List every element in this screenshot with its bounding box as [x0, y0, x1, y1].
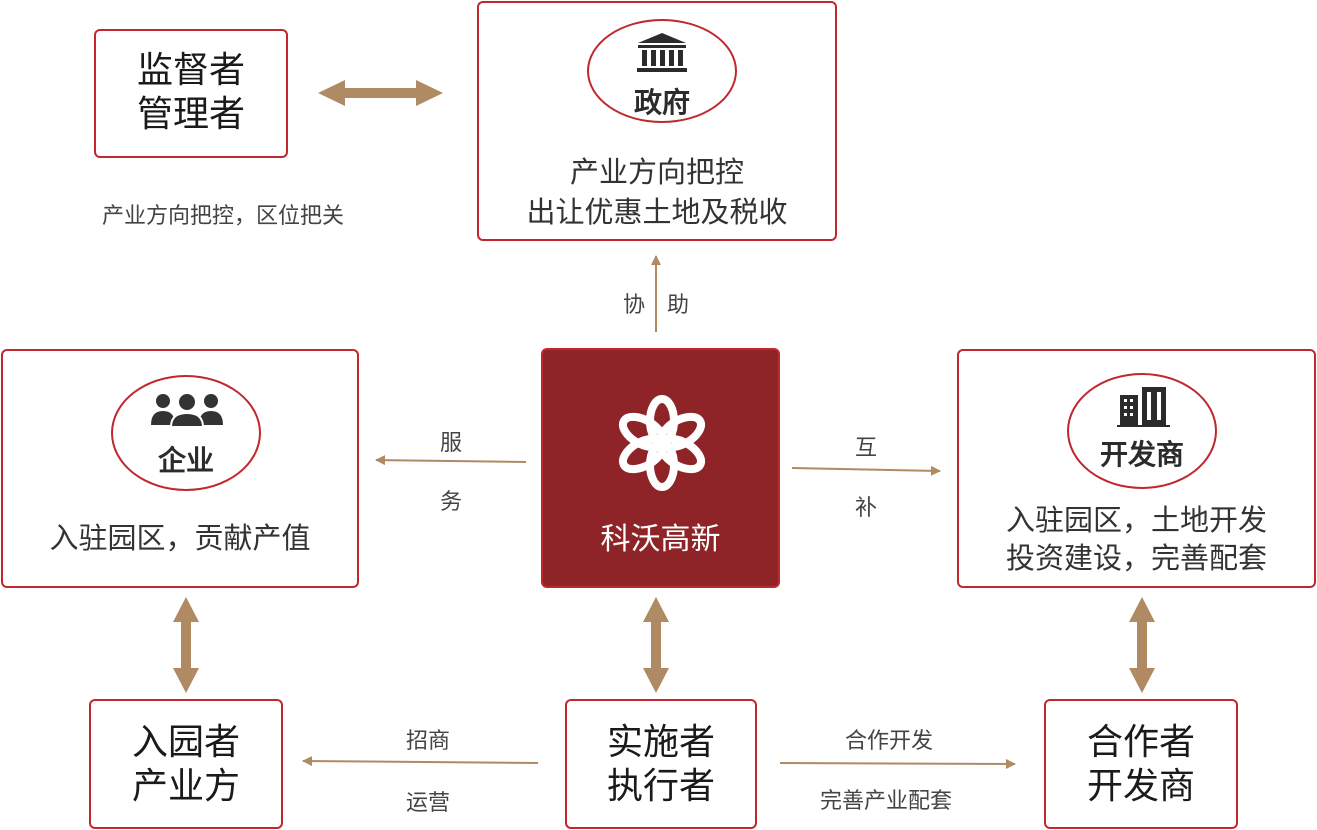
supervisor-box: 监督者 管理者	[94, 29, 288, 158]
executor-box: 实施者 执行者	[565, 699, 757, 829]
double-arrow-developer-partner	[1129, 597, 1155, 693]
kewo-logo-icon	[618, 395, 706, 491]
government-note: 产业方向把控，区位把关	[102, 204, 345, 229]
partner-line1: 合作者	[1086, 722, 1195, 763]
assist-label-2: 助	[667, 293, 690, 318]
developer-badge: 开发商	[1067, 373, 1217, 489]
government-line1: 产业方向把控	[569, 155, 744, 189]
government-line2: 出让优惠土地及税收	[526, 195, 788, 229]
supervisor-line1: 监督者	[136, 50, 245, 91]
enterprise-badge: 企业	[111, 375, 261, 491]
arrow-cooperate	[779, 758, 1016, 769]
operate-label: 运营	[406, 791, 451, 816]
buildings-icon	[1117, 387, 1170, 427]
assist-label-1: 协	[623, 293, 646, 318]
center-name: 科沃高新	[600, 522, 721, 557]
service-label-2: 务	[440, 490, 463, 515]
developer-line1: 入驻园区，土地开发	[1005, 503, 1267, 537]
settler-box: 入园者 产业方	[89, 699, 283, 829]
partner-box: 合作者 开发商	[1044, 699, 1238, 829]
developer-line2: 投资建设，完善配套	[1005, 541, 1267, 575]
improve-label: 完善产业配套	[820, 789, 953, 814]
government-box: 政府 产业方向把控 出让优惠土地及税收	[477, 1, 837, 241]
arrow-mutual	[791, 465, 941, 476]
service-label-1: 服	[440, 431, 463, 456]
enterprise-desc: 入驻园区，贡献产值	[49, 521, 311, 555]
developer-box: 开发商 入驻园区，土地开发 投资建设，完善配套	[957, 349, 1316, 588]
coop-dev-label: 合作开发	[845, 729, 934, 754]
enterprise-badge-label: 企业	[157, 444, 214, 477]
government-badge: 政府	[587, 19, 737, 123]
executor-line2: 执行者	[606, 766, 715, 807]
arrow-service	[375, 455, 527, 466]
mutual-label-2: 补	[855, 496, 878, 521]
mutual-label-1: 互	[855, 436, 878, 461]
recruit-label: 招商	[406, 729, 451, 754]
people-group-icon	[151, 392, 223, 427]
settler-line2: 产业方	[131, 766, 240, 807]
executor-line1: 实施者	[606, 722, 715, 763]
supervisor-line2: 管理者	[136, 94, 245, 135]
government-badge-label: 政府	[633, 86, 690, 119]
double-arrow-enterprise-settler	[173, 597, 199, 693]
government-building-icon	[637, 33, 687, 72]
center-box-kewo: 科沃高新	[541, 348, 780, 588]
enterprise-box: 企业 入驻园区，贡献产值	[1, 349, 359, 588]
arrow-recruit	[302, 756, 539, 767]
partner-line2: 开发商	[1086, 766, 1195, 807]
developer-badge-label: 开发商	[1099, 438, 1184, 471]
double-arrow-supervisor-government	[318, 80, 443, 106]
double-arrow-center-executor	[643, 597, 669, 693]
settler-line1: 入园者	[131, 722, 240, 763]
